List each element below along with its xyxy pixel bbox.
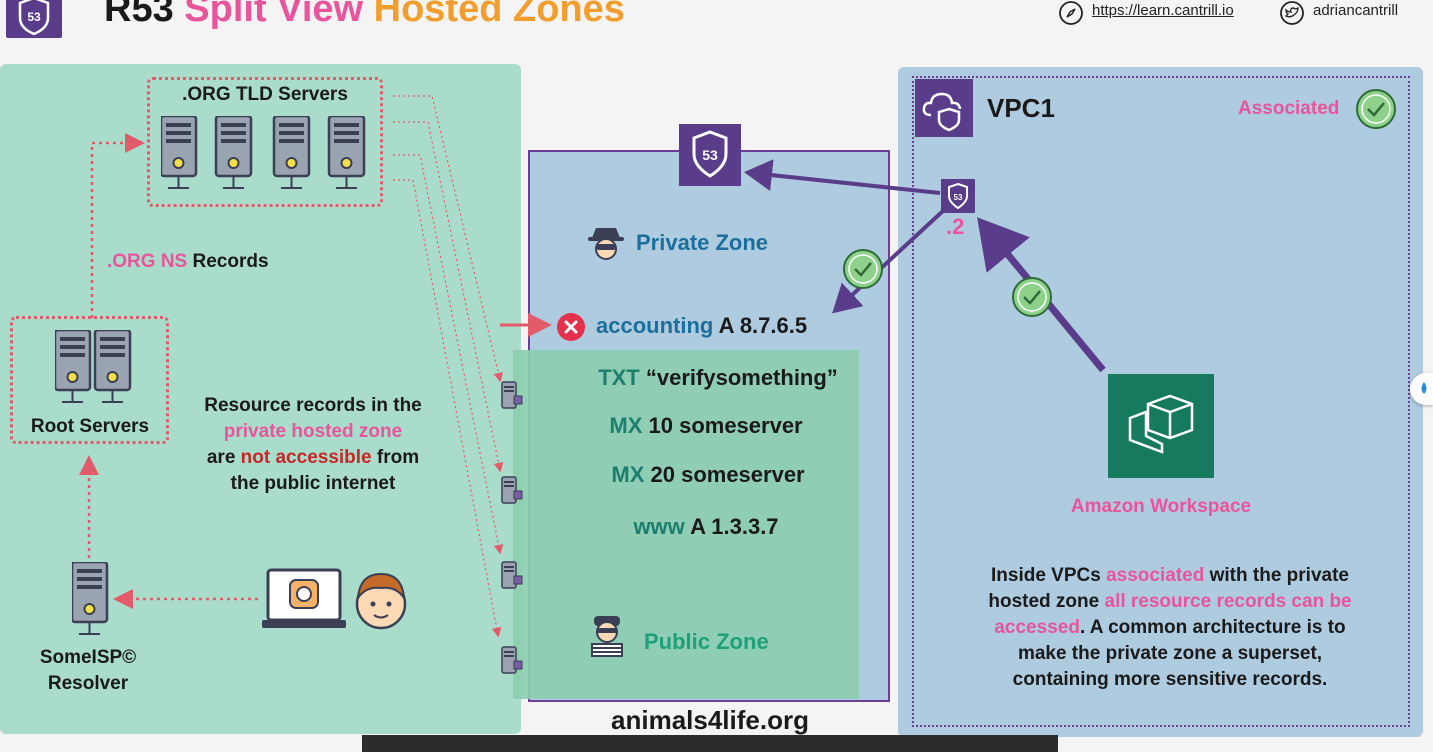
side-widget-button[interactable] (1410, 373, 1433, 405)
twitter-handle: adriancantrill (1313, 2, 1399, 19)
check-icon-workspace (1011, 276, 1053, 323)
domain-label: animals4life.org (611, 705, 809, 735)
root-servers-group (10, 316, 169, 444)
site-link[interactable]: https://learn.cantrill.io (1092, 2, 1234, 19)
user-avatar (354, 568, 408, 643)
svg-text:53: 53 (954, 193, 963, 202)
robber-icon (588, 614, 626, 663)
error-icon (556, 312, 586, 347)
left-note-line4: the public internet (230, 473, 396, 494)
right-note-line2: hosted zone all resource records can be (988, 591, 1352, 612)
ns-suffix: Records (192, 251, 269, 272)
tld-servers-group (147, 77, 383, 207)
vpc-resolver-icon: 53 (941, 179, 975, 213)
resolver-to-r53-arrow (744, 159, 941, 195)
tld-label: .ORG TLD Servers (182, 84, 348, 105)
title-prefix: R53 (104, 0, 174, 30)
route53-logo: 53 (6, 0, 62, 38)
svg-text:53: 53 (702, 147, 718, 163)
route53-icon: 53 (679, 124, 741, 186)
workspace-icon (1108, 374, 1214, 478)
associated-label: Associated (1238, 98, 1340, 119)
root-to-tld-line (90, 133, 145, 318)
root-label: Root Servers (30, 416, 150, 437)
page-title: R53 Split View Hosted Zones (104, 0, 625, 31)
title-orange: Hosted Zones (373, 0, 625, 30)
laptop-icon (262, 568, 346, 637)
right-note-line3: accessed. A common architecture is to (994, 617, 1346, 638)
record-txt: TXT “verifysomething” (598, 365, 838, 390)
workspace-label: Amazon Workspace (1070, 496, 1252, 517)
logo-text: 53 (27, 10, 41, 24)
ns-records-label: .ORG NS Records (107, 251, 269, 273)
vpc-boundary (912, 76, 1410, 727)
tld-server-icons (159, 114, 371, 199)
private-zone-label: Private Zone (636, 230, 769, 255)
resolver-label: Resolver (47, 673, 129, 694)
twitter-icon (1279, 0, 1305, 31)
left-note-line2: private hosted zone (223, 421, 403, 442)
record-www: www A 1.3.3.7 (633, 514, 779, 539)
ns-prefix: .ORG NS (107, 251, 188, 272)
accounting-record: accounting A 8.7.6.5 (596, 313, 808, 338)
resolver-ip-label: .2 (946, 214, 965, 239)
check-icon-private (842, 248, 884, 295)
record-mx-20: MX 20 someserver (611, 462, 805, 487)
right-note-line4: make the private zone a superset, (1017, 643, 1323, 664)
compass-icon (1058, 0, 1084, 31)
record-mx-10: MX 10 someserver (609, 413, 803, 438)
isp-label: SomeISP© (39, 647, 137, 668)
caption-bar (362, 735, 1058, 752)
title-pink: Split View (184, 0, 364, 30)
vpc-label: VPC1 (987, 93, 1055, 123)
public-zone-box (513, 350, 859, 699)
spy-icon (586, 222, 626, 265)
resolver-to-record-arrow (832, 208, 946, 314)
associated-check-icon (1355, 88, 1397, 135)
vpc-icon (915, 79, 973, 137)
right-note-line1: Inside VPCs associated with the private (991, 565, 1349, 586)
ns-server-icons (500, 380, 528, 685)
left-note-line1: Resource records in the (204, 395, 422, 416)
root-server-icons (53, 328, 135, 413)
public-zone-label: Public Zone (644, 629, 769, 654)
right-note-line5: containing more sensitive records. (1012, 669, 1328, 690)
left-note-line3: are not accessible from (206, 447, 420, 468)
resolver-server-icon (70, 560, 112, 645)
